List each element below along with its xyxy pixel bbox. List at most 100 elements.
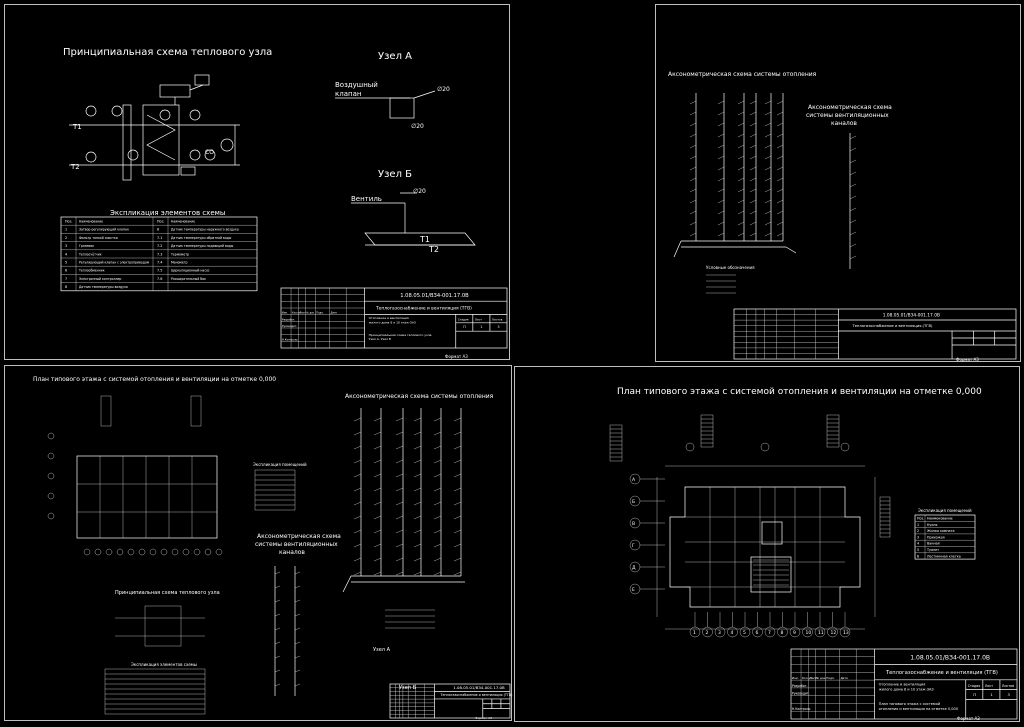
legend-cell: 6 (65, 269, 67, 273)
legend-cell: 2 (65, 236, 67, 240)
node-b-title: Узел Б (378, 169, 412, 180)
line (395, 501, 404, 506)
line (717, 133, 725, 138)
line (373, 445, 382, 450)
line (413, 459, 422, 464)
plan-outline (76, 455, 218, 539)
axo-title: Аксонометрическая схема системы отоплени… (668, 71, 817, 78)
axis-marker (116, 548, 124, 556)
axis-marker (47, 472, 55, 480)
floor-plan-small (47, 395, 301, 715)
legend-cell: Датчик температуры подающей воды (171, 244, 234, 248)
d20-a2: ∅20 (411, 123, 424, 130)
line (395, 473, 404, 478)
drawing-code: 1.08.05.01/ВЗ4-001.17.0В (400, 293, 469, 299)
project-name: Теплогазоснабжение и вентиляция (ТГВ) (852, 324, 933, 328)
legend-cell: 1 (65, 228, 67, 232)
line (689, 188, 697, 193)
title-block: 1.08.05.01/ВЗ4-001.17.0ВТеплогазоснабжен… (389, 683, 512, 719)
line (395, 557, 404, 562)
stage-header: Лист (985, 684, 993, 688)
line (274, 585, 281, 589)
riser-table (609, 424, 623, 462)
legend-cell: 7.5 (157, 269, 162, 273)
line (737, 144, 745, 149)
stair-table (100, 395, 112, 427)
line (764, 188, 772, 193)
axis-marker-top (840, 442, 850, 452)
line (453, 529, 462, 534)
legend-cell: Фильтр тонкой очистки (79, 236, 118, 240)
line (749, 144, 757, 149)
line (395, 445, 404, 450)
line (395, 417, 404, 422)
line (776, 122, 784, 127)
line (749, 133, 757, 138)
stair-table (190, 395, 202, 427)
line (737, 232, 745, 237)
column-header: № док. (816, 676, 826, 680)
legend-cell: 7 (65, 277, 67, 281)
stage-value: П (973, 693, 976, 697)
line (413, 473, 422, 478)
legend-cell: Наименование (171, 220, 195, 224)
line (395, 571, 404, 576)
overview-vent-title-3: каналов (279, 549, 305, 556)
sheet-heat-node: Принципиальная схема теплового узла T1 T… (4, 4, 510, 360)
legend-cell: 8 (157, 228, 159, 232)
line (413, 487, 422, 492)
stage-header: Стадия (458, 317, 469, 321)
line (373, 487, 382, 492)
line (764, 177, 772, 182)
line (764, 232, 772, 237)
vent-title-1: Аксонометрическая схема (808, 104, 892, 111)
line (453, 571, 462, 576)
line (764, 210, 772, 215)
axis-label-bottom: 6 (756, 630, 759, 636)
line (433, 515, 442, 520)
line (413, 417, 422, 422)
line (689, 177, 697, 182)
legend-cell: Циркуляционный насос (171, 269, 210, 273)
legend-cell: 8 (65, 285, 67, 289)
legend-cell: Термометр (170, 252, 189, 256)
role-label: Разработ. (792, 684, 807, 688)
stage-header: Листов (1002, 684, 1014, 688)
legend-cell: Поз. (65, 220, 73, 224)
sheet-description: Отопление и вентиляция (879, 682, 926, 686)
line (353, 417, 362, 422)
line (689, 111, 697, 116)
legend-cell: Электронный контроллер (79, 277, 121, 281)
line (737, 166, 745, 171)
axis-marker-top (685, 442, 695, 452)
line (776, 155, 784, 160)
line (373, 515, 382, 520)
line (689, 155, 697, 160)
line (274, 613, 281, 617)
line (395, 431, 404, 436)
line (776, 199, 784, 204)
line (776, 232, 784, 237)
overview-rooms-title: Экспликация помещений (253, 462, 307, 467)
line (776, 100, 784, 105)
axis-label-bottom: 4 (731, 630, 734, 636)
line (689, 210, 697, 215)
line (294, 571, 301, 575)
format-label-2: Формат А3 (956, 357, 979, 362)
axis-marker (149, 548, 157, 556)
line (737, 210, 745, 215)
line (849, 207, 857, 212)
line (749, 166, 757, 171)
line (433, 501, 442, 506)
axis-marker (215, 548, 223, 556)
line (849, 147, 857, 152)
overview-title: План типового этажа с системой отопления… (33, 376, 276, 383)
overview-heat-node: Принципиальная схема теплового узла (115, 590, 220, 596)
room-number: 2 (917, 529, 919, 533)
axis-marker (193, 548, 201, 556)
sheet-floor-plan: План типового этажа с системой отопления… (514, 366, 1020, 722)
legend-cell: 3 (65, 244, 67, 248)
line (453, 487, 462, 492)
